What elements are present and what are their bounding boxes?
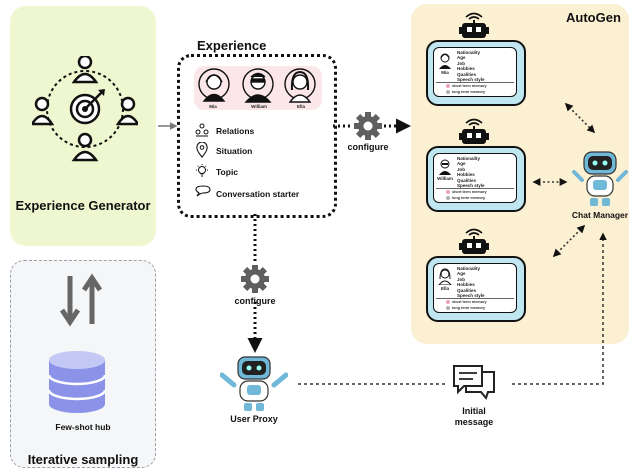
divider [436, 82, 514, 83]
robot-icon [459, 12, 489, 38]
character-name-william: William [251, 104, 267, 109]
agent-field: Job [457, 276, 466, 282]
iterative-sampling-title: Iterative sampling [27, 452, 139, 467]
agent-field: Age [457, 161, 466, 167]
character-name-ella: Ella [296, 104, 305, 109]
experience-item-situation: Situation [216, 146, 253, 156]
divider [436, 298, 514, 299]
brain-icon [446, 300, 450, 304]
agent-field: Job [457, 166, 466, 172]
brain-icon [446, 190, 450, 194]
gear-icon [241, 265, 269, 293]
speech-bubble-icon [195, 185, 211, 197]
gear-icon [354, 112, 382, 140]
few-shot-hub-label: Few-shot hub [55, 422, 111, 432]
agent-field: Speech style [457, 77, 485, 83]
experience-item-topic: Topic [216, 167, 239, 177]
agent-field: Job [457, 60, 466, 66]
agent-field: Speech style [457, 183, 485, 189]
experience-item-relations: Relations [216, 126, 255, 136]
robot-icon [459, 228, 489, 254]
agent-field: Nationality [457, 156, 481, 161]
configure-label-top: configure [347, 142, 389, 152]
initial-message-label: Initial message [454, 406, 494, 427]
database-icon [47, 351, 107, 413]
agent-field: Qualities [457, 287, 477, 293]
agent-field: Nationality [457, 50, 481, 55]
character-name-mia: Mia [209, 104, 217, 109]
agent-field: Age [457, 271, 466, 277]
lightbulb-icon [196, 164, 208, 177]
experience-generator-panel [10, 6, 156, 246]
agent-field: Qualities [457, 177, 477, 183]
agent-avatar [438, 268, 452, 285]
agent1-manager-arrow [564, 102, 596, 134]
short-term-memory: short term memory [452, 190, 487, 194]
agent-field: Hobbies [457, 172, 475, 178]
relations-icon [195, 123, 209, 137]
brain-icon [446, 306, 450, 310]
experience-item-conversation-starter: Conversation starter [216, 189, 300, 199]
robot-icon [572, 151, 628, 206]
chat-manager-label: Chat Manager [571, 210, 629, 220]
swap-arrows-icon [59, 273, 103, 327]
brain-icon [446, 196, 450, 200]
agent-avatar [439, 53, 451, 69]
agent-field: Age [457, 55, 466, 61]
agent-name: Ella [440, 286, 449, 291]
experience-generator-title: Experience Generator [15, 198, 151, 213]
people-target-icon [32, 56, 138, 162]
agent-name: William [437, 176, 453, 181]
agent-field: Speech style [457, 293, 485, 299]
chat-bubbles-icon [453, 365, 495, 401]
brain-icon [446, 84, 450, 88]
agent-avatar [439, 159, 451, 175]
long-term-memory: long term memory [452, 196, 486, 200]
configure-label-bottom: configure [234, 296, 276, 306]
agent3-manager-arrow [552, 224, 586, 258]
location-pin-icon [196, 142, 208, 158]
short-term-memory: short term memory [452, 300, 487, 304]
experience-title: Experience [197, 38, 267, 53]
long-term-memory: long term memory [452, 306, 486, 310]
agent-field: Nationality [457, 266, 481, 271]
agent-name: Mia [441, 70, 449, 75]
short-term-memory: short term memory [452, 84, 487, 88]
agent-field: Hobbies [457, 66, 475, 72]
long-term-memory: long term memory [452, 90, 486, 94]
brain-icon [446, 90, 450, 94]
robot-icon [459, 118, 489, 144]
message-to-manager-arrow [512, 232, 607, 385]
user-proxy-label: User Proxy [230, 414, 278, 424]
agent-field: Hobbies [457, 282, 475, 288]
character-avatars [198, 68, 316, 103]
robot-icon [220, 356, 288, 411]
divider [436, 188, 514, 189]
autogen-title: AutoGen [566, 10, 621, 25]
agent-field: Qualities [457, 71, 477, 77]
